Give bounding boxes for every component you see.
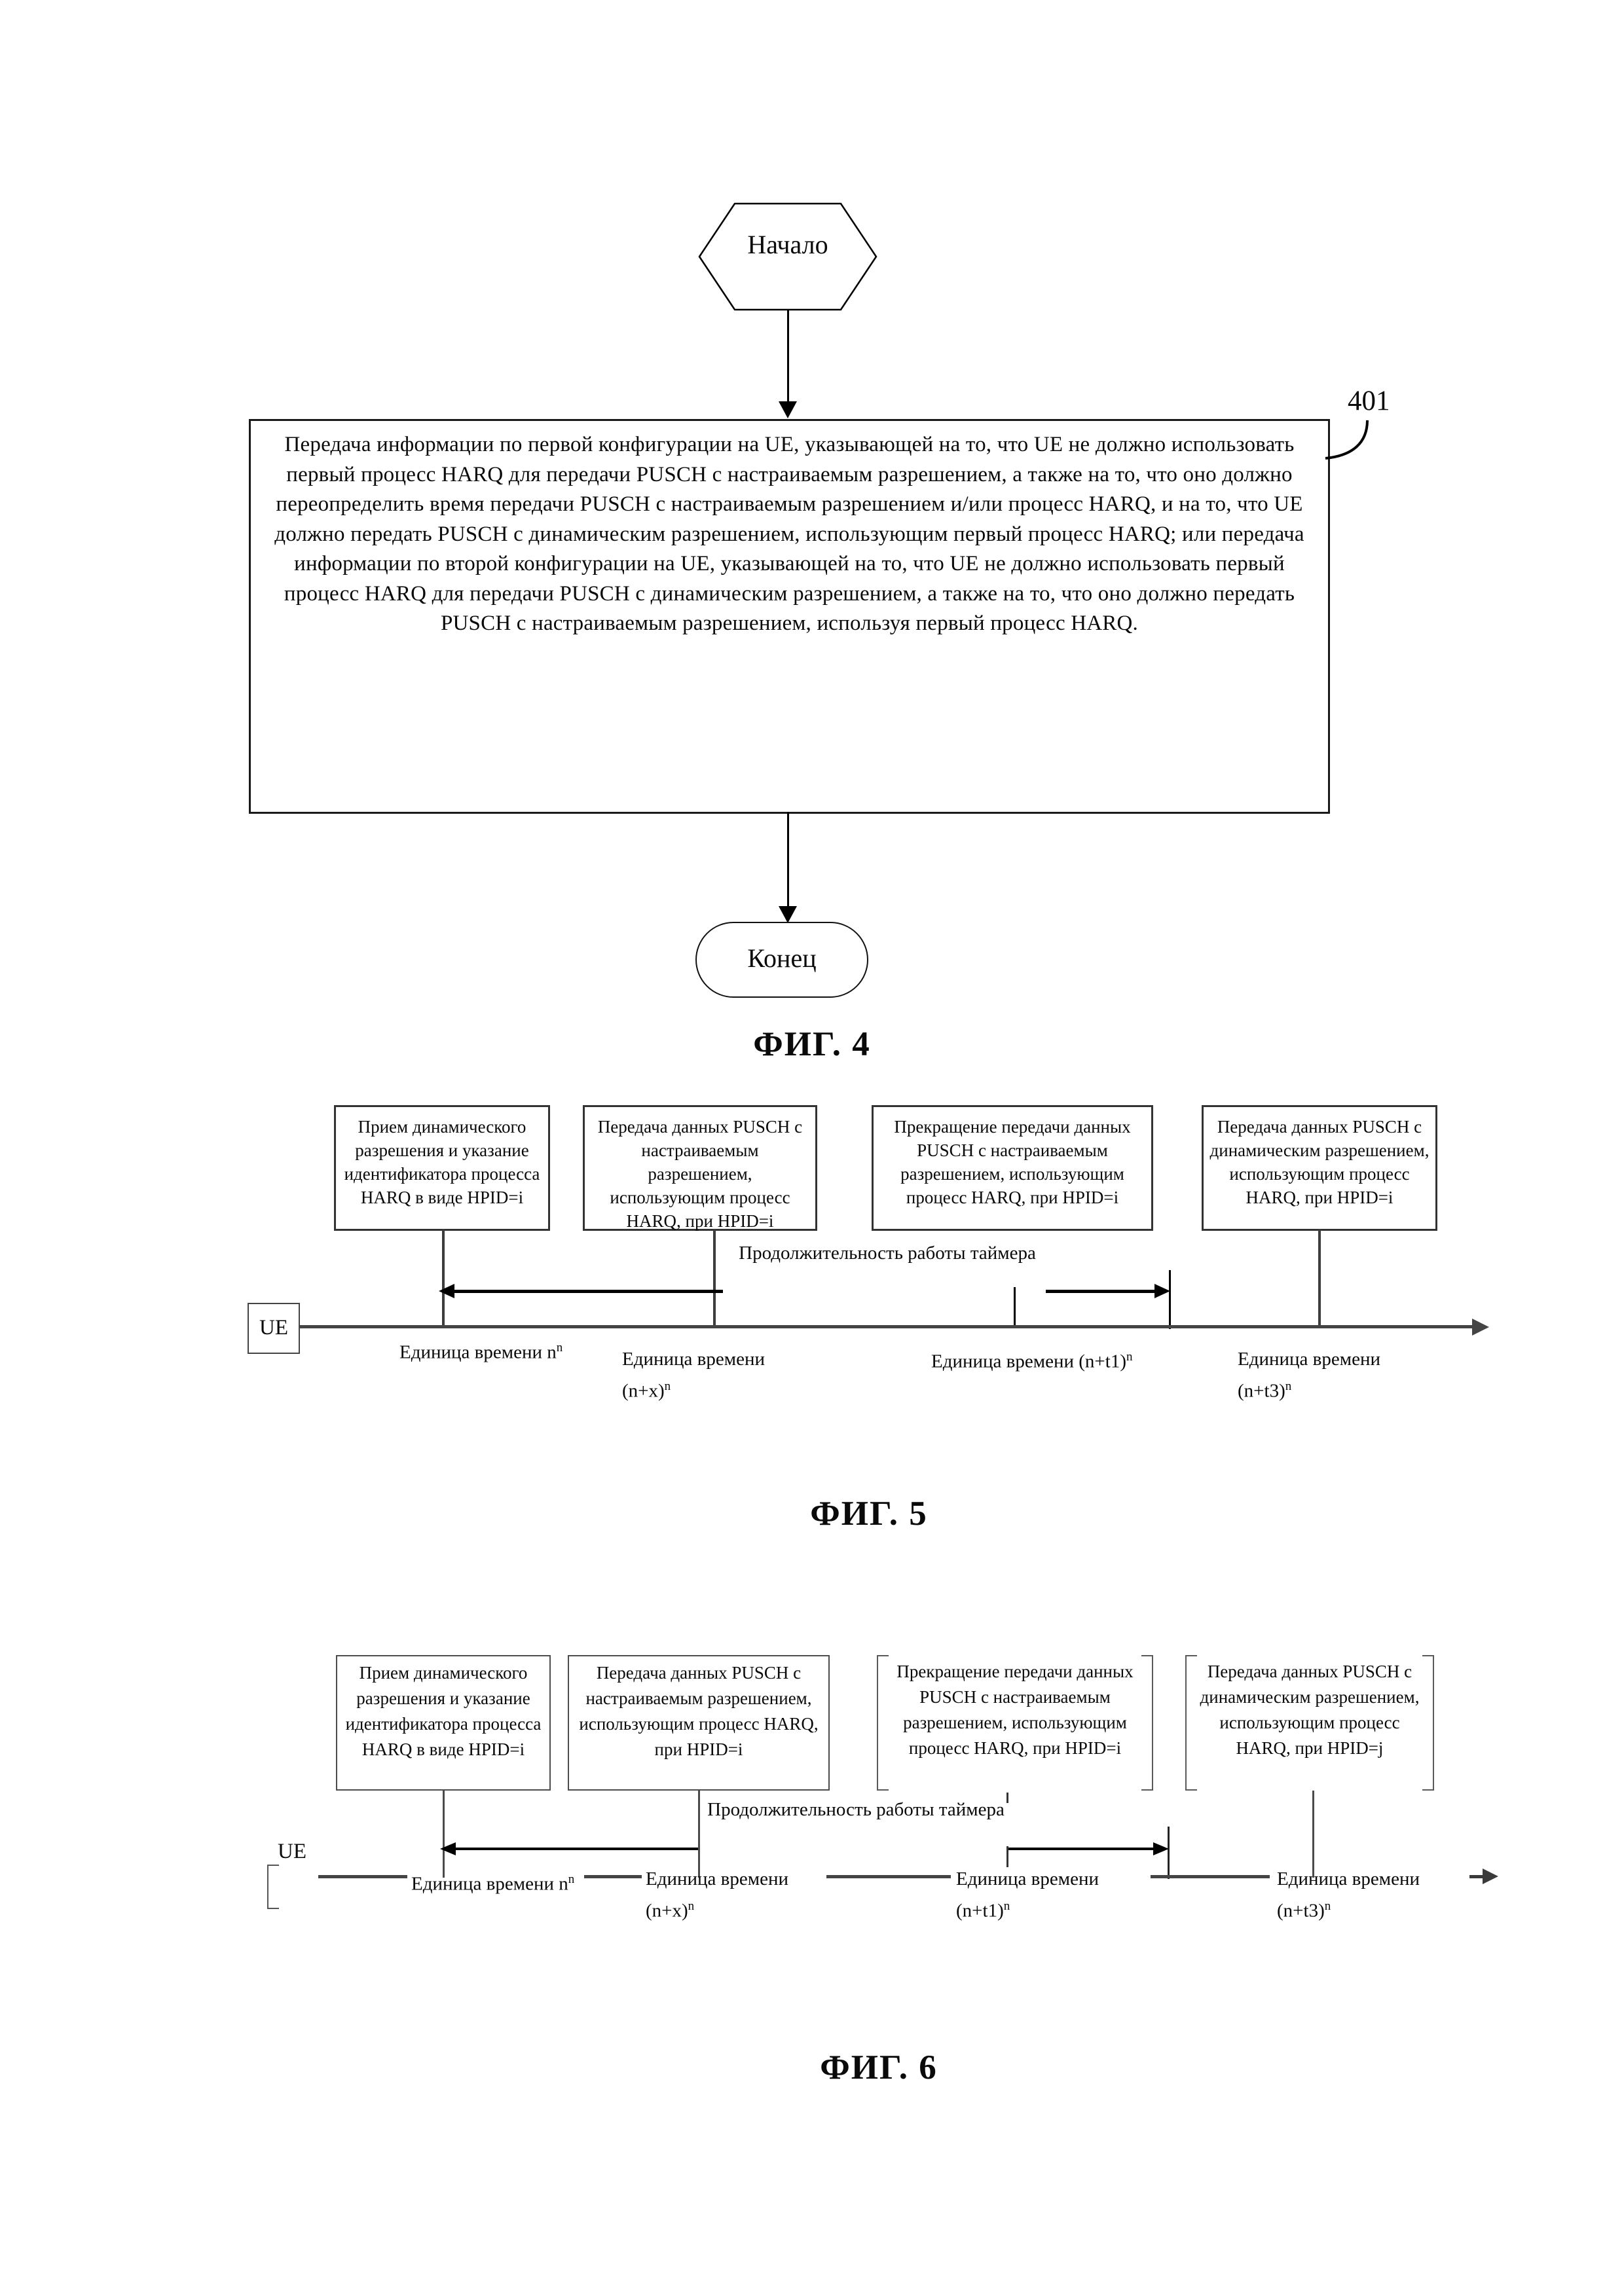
timeline-arrow-icon [1472, 1319, 1489, 1336]
fig6-time-label-nt3: Единица времени (n+t3)n [1277, 1868, 1420, 1922]
fig6-event-box-2: Передача данных PUSCH с настраиваемым ра… [568, 1655, 830, 1791]
ref-leader-arc [1325, 420, 1369, 460]
flow-connector-bottom [787, 812, 789, 909]
timeline-arrow-icon [1483, 1868, 1498, 1884]
flowchart-step-text: Передача информации по первой конфигурац… [274, 433, 1304, 635]
fig6-caption: ФИГ. 6 [820, 2049, 938, 2086]
fig6-timer-dim-right [1008, 1848, 1154, 1850]
fig5-time-label-nx: Единица времени (n+x)n [622, 1349, 765, 1402]
flowchart-end-node: Конец [695, 922, 868, 998]
fig5-timer-expiry-line [1169, 1270, 1171, 1329]
fig5-connector-box2 [713, 1230, 716, 1326]
fig6-connector-box4 [1312, 1791, 1314, 1878]
fig6-ue-bracket [267, 1865, 279, 1909]
fig5-timer-duration-label: Продолжительность работы таймера [739, 1243, 1036, 1264]
arrow-right-icon [1154, 1284, 1170, 1298]
fig6-timer-dim-left [454, 1848, 698, 1850]
fig5-event-box-1: Прием динамического разрешения и указани… [334, 1105, 550, 1231]
fig4-caption: ФИГ. 4 [753, 1025, 871, 1063]
fig6-timeline-seg1 [318, 1875, 407, 1878]
fig6-connector-box2 [698, 1791, 700, 1878]
fig5-ue-label: UE [259, 1316, 288, 1339]
fig6-connector-box1 [443, 1791, 445, 1878]
fig5-event-box-2: Передача данных PUSCH с настраиваемым ра… [583, 1105, 817, 1231]
step-ref-number: 401 [1348, 386, 1390, 416]
fig5-event-box-4: Передача данных PUSCH с динамическим раз… [1202, 1105, 1437, 1231]
fig5-timeline [299, 1325, 1472, 1328]
fig6-timeline-seg3 [826, 1875, 951, 1878]
fig6-timeline-seg2 [584, 1875, 642, 1878]
fig5-caption: ФИГ. 5 [810, 1495, 928, 1533]
fig5-time-label-nt1: Единица времени (n+t1)n [931, 1350, 1133, 1372]
fig6-event-box-4: Передача данных PUSCH с динамическим раз… [1185, 1655, 1434, 1791]
fig6-time-label-nx: Единица времени (n+x)n [646, 1868, 788, 1922]
fig5-ue-node: UE [248, 1303, 300, 1354]
flowchart-step-box-401: Передача информации по первой конфигурац… [249, 419, 1330, 814]
fig5-connector-box4 [1318, 1230, 1321, 1326]
fig6-dash-nt1-upper [1006, 1793, 1008, 1803]
arrow-left-icon [439, 1284, 454, 1298]
arrow-down-icon [779, 401, 797, 418]
fig6-timeline-seg4 [1151, 1875, 1270, 1878]
arrow-right-icon [1153, 1842, 1169, 1855]
fig5-timer-dim-right [1046, 1290, 1156, 1293]
fig6-time-label-nt1: Единица времени (n+t1)n [956, 1868, 1099, 1922]
fig5-timer-dim-left [453, 1290, 723, 1293]
fig6-event-box-3: Прекращение передачи данных PUSCH с наст… [877, 1655, 1153, 1791]
flowchart-end-label: Конец [747, 943, 817, 973]
flowchart-start-label: Начало [747, 230, 828, 259]
fig5-time-label-nt3: Единица времени (n+t3)n [1238, 1349, 1380, 1402]
fig6-timer-duration-label: Продолжительность работы таймера [707, 1799, 1005, 1820]
arrow-down-icon [779, 906, 797, 923]
fig6-ue-label: UE [278, 1840, 306, 1863]
flow-connector-top [787, 310, 789, 403]
fig6-timeline-arrow-tail [1469, 1875, 1484, 1878]
start-hexagon-shape [698, 202, 877, 311]
fig5-event-box-3: Прекращение передачи данных PUSCH с наст… [872, 1105, 1153, 1231]
fig5-connector-box1 [442, 1230, 445, 1326]
fig6-time-label-n: Единица времени nn [411, 1872, 575, 1895]
fig6-dash-nt1-lower [1006, 1846, 1008, 1867]
arrow-left-icon [440, 1842, 456, 1855]
fig5-tick-nt1 [1014, 1287, 1016, 1326]
fig6-event-box-1: Прием динамического разрешения и указани… [336, 1655, 551, 1791]
fig5-time-label-n: Единица времени nn [399, 1341, 563, 1363]
